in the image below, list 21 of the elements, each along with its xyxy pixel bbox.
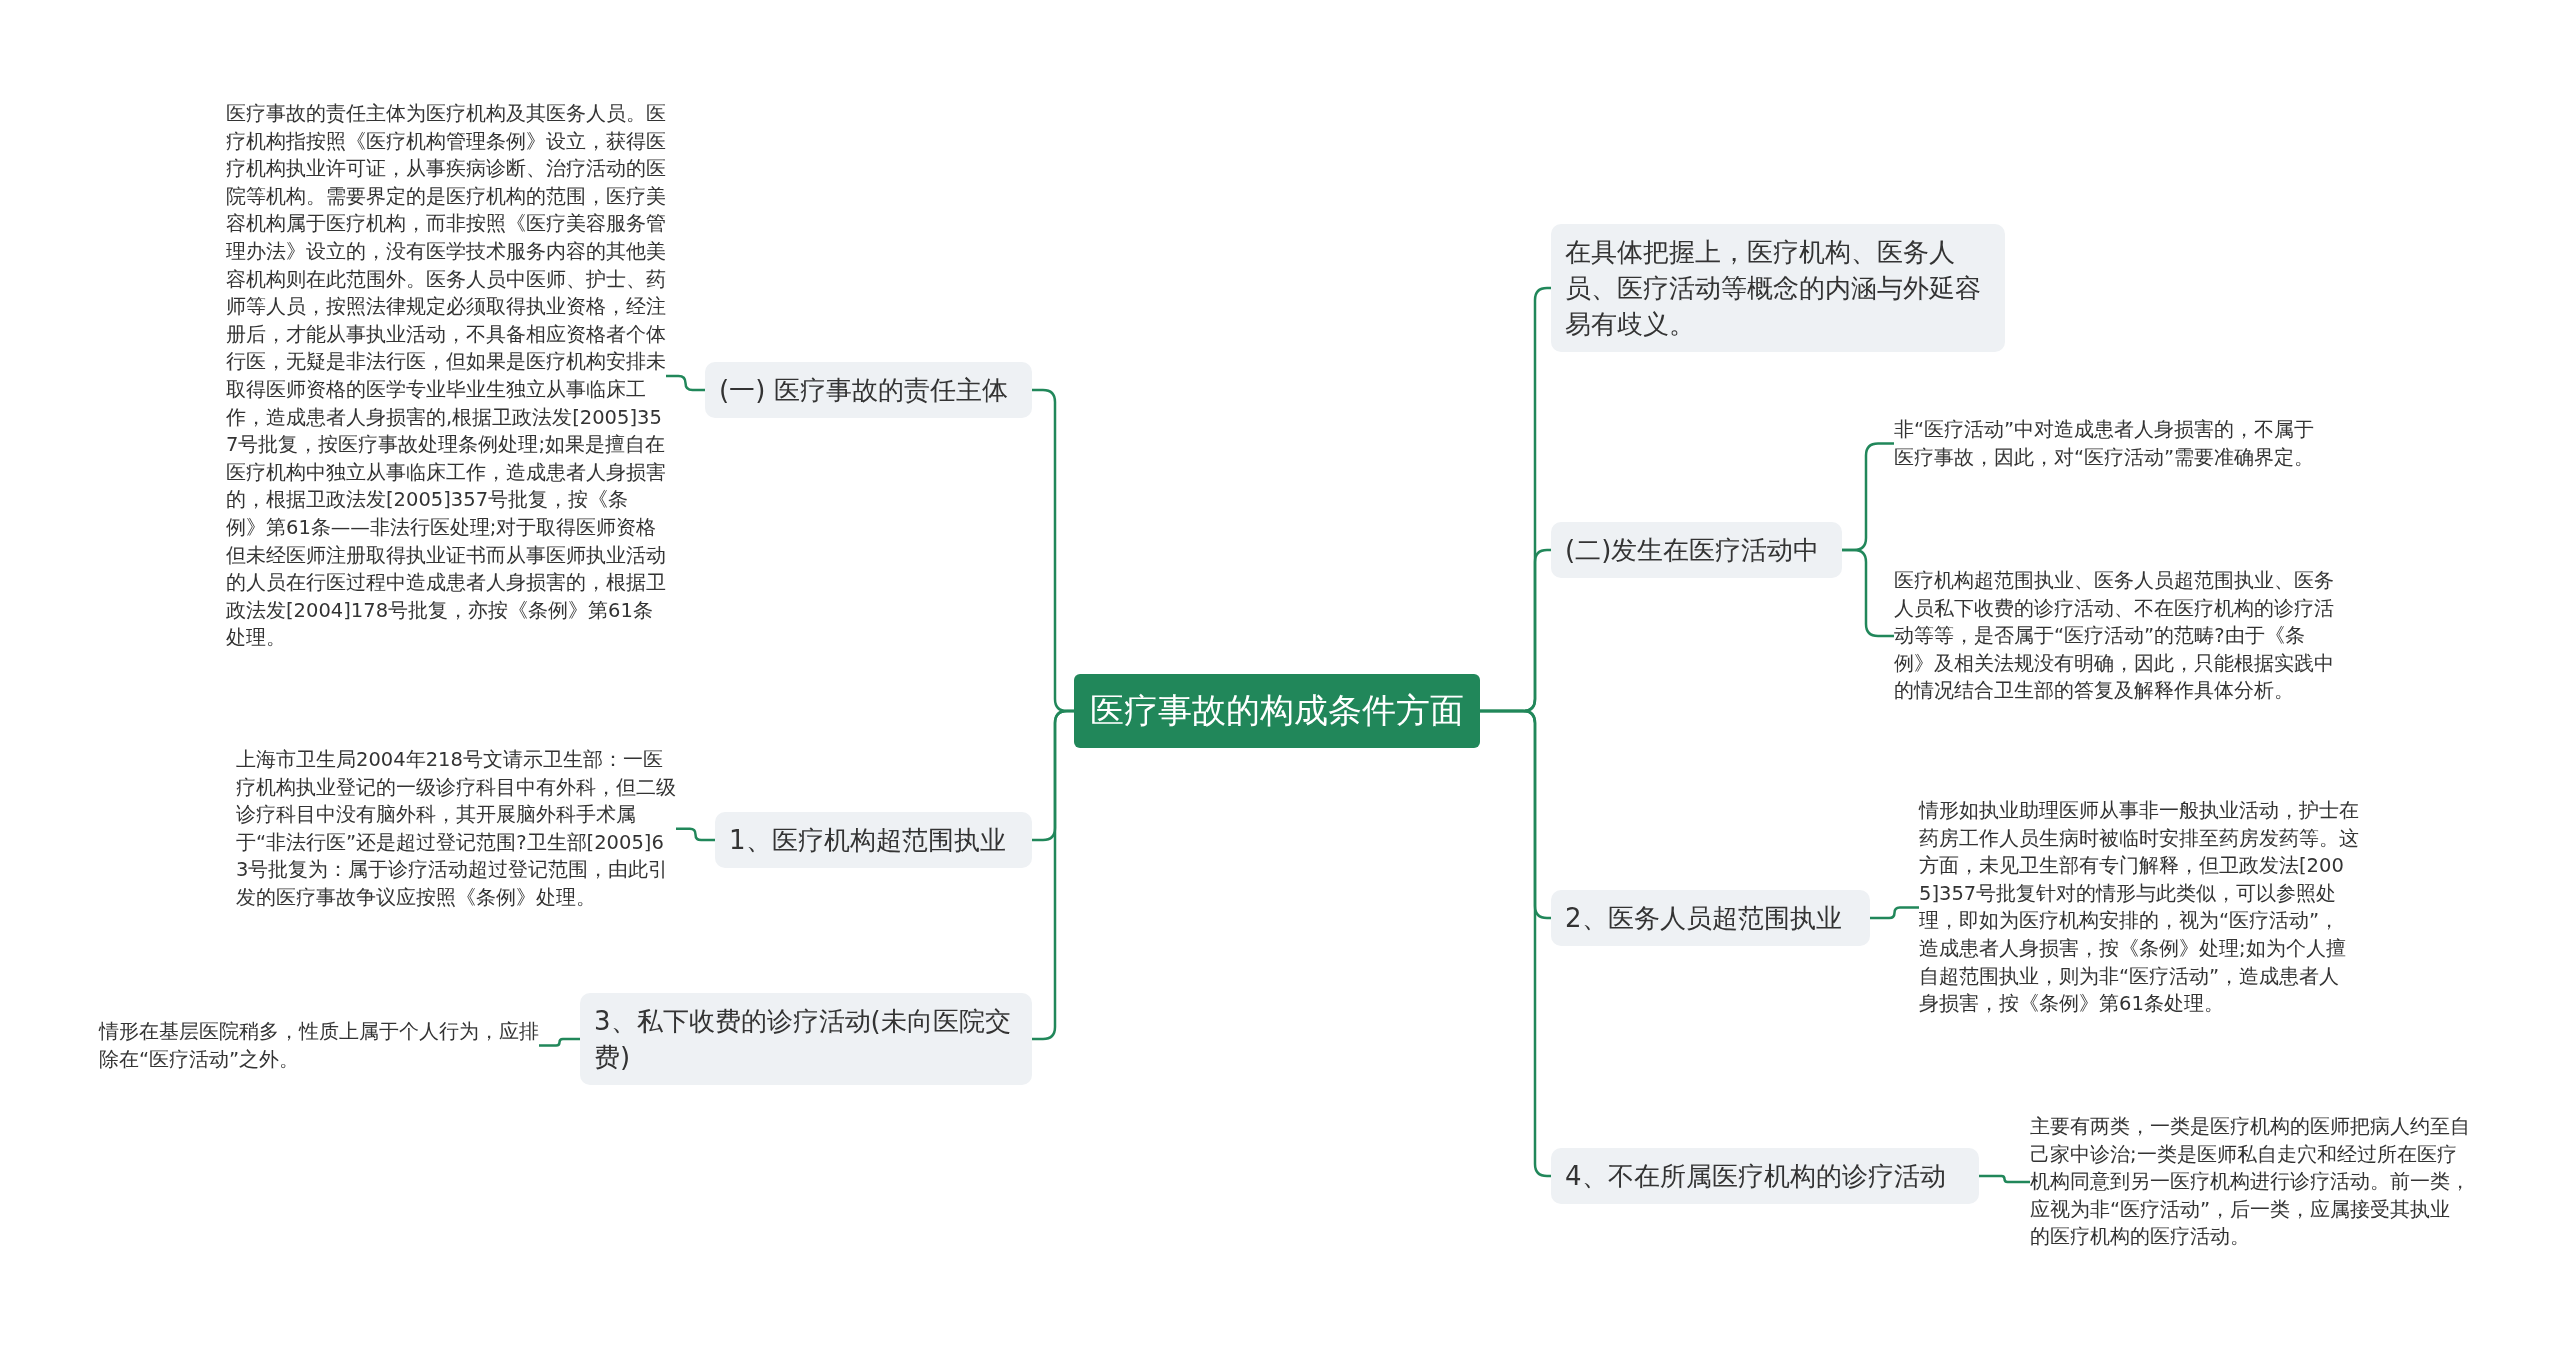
note-text: 医疗事故的责任主体为医疗机构及其医务人员。医疗机构指按照《医疗机构管理条例》设立，获得医疗机构执业许可证，从事疾病诊断、治疗活动的医院等机构。需要界定的是医疗机构的范围，医疗美容机构属于医疗机构，而非按照《医疗美容服务管理办法》设立的，没有医学技术服务内容的其他美容机构则在此范围外。医务人员中医师、护士、药师等人员，按照法律规定必须取得执业资格，经注册后，才能从事执业活动，不具备相应资格者个体行医，无疑是非法行医，但如果是医疗机构安排未取得医师资格的医学专业毕业生独立从事临床工作，造成患者人身损害的,根据卫政法发[2005]357号批复，按医疗事故处理条例处理;如果是擅自在医疗机构中独立从事临床工作，造成患者人身损害的，根据卫政法发[2005]357号批复，按《条例》第61条——非法行医处理;对于取得医师资格但未经医师注册取得执业证书而从事医师执业活动的人员在行医过程中造成患者人身损害的，根据卫政法发[2004]178号批复，亦按《条例》第61条处理。 (226, 100, 666, 652)
topic-box: 1、医疗机构超范围执业 (715, 812, 1032, 868)
topic-box: 在具体把握上，医疗机构、医务人员、医疗活动等概念的内涵与外延容易有歧义。 (1551, 224, 2005, 352)
topic-box: 3、私下收费的诊疗活动(未向医院交费) (580, 993, 1032, 1085)
note-text: 非“医疗活动”中对造成患者人身损害的，不属于医疗事故，因此，对“医疗活动”需要准确界定。 (1894, 416, 2334, 472)
note-text: 医疗机构超范围执业、医务人员超范围执业、医务人员私下收费的诊疗活动、不在医疗机构的诊疗活动等等，是否属于“医疗活动”的范畴?由于《条例》及相关法规没有明确，因此，只能根据实践中的情况结合卫生部的答复及解释作具体分析。 (1894, 567, 2334, 705)
note-text: 上海市卫生局2004年218号文请示卫生部：一医疗机构执业登记的一级诊疗科目中有外科，但二级诊疗科目中没有脑外科，其开展脑外科手术属于“非法行医”还是超过登记范围?卫生部[2005]63号批复为：属于诊疗活动超过登记范围，由此引发的医疗事故争议应按照《条例》处理。 (236, 746, 676, 912)
topic-box: (二)发生在医疗活动中 (1551, 522, 1842, 578)
topic-box: 4、不在所属医疗机构的诊疗活动 (1551, 1148, 1979, 1204)
connector-line (539, 1037, 580, 1047)
connector-line (1979, 1174, 2030, 1184)
central-topic: 医疗事故的构成条件方面 (1074, 674, 1480, 748)
connector-line (1870, 906, 1919, 920)
topic-box: (一) 医疗事故的责任主体 (705, 362, 1032, 418)
connector-line (676, 827, 715, 842)
note-text: 情形在基层医院稍多，性质上属于个人行为，应排除在“医疗活动”之外。 (99, 1018, 539, 1074)
connector-line (1032, 709, 1074, 1041)
connector-line (666, 374, 705, 392)
topic-box: 2、医务人员超范围执业 (1551, 890, 1870, 946)
note-text: 主要有两类，一类是医疗机构的医师把病人约至自己家中诊治;一类是医师私自走穴和经过所在医疗机构同意到另一医疗机构进行诊疗活动。前一类，应视为非“医疗活动”，后一类，应属接受其执业的医疗机构的医疗活动。 (2030, 1113, 2470, 1251)
note-text: 情形如执业助理医师从事非一般执业活动，护士在药房工作人员生病时被临时安排至药房发药等。这方面，未见卫生部有专门解释，但卫政发法[2005]357号批复针对的情形与此类似，可以参照处理，即如为医疗机构安排的，视为“医疗活动”，造成患者人身损害，按《条例》处理;如为个人擅自超范围执业，则为非“医疗活动”，造成患者人身损害，按《条例》第61条处理。 (1919, 797, 2359, 1018)
